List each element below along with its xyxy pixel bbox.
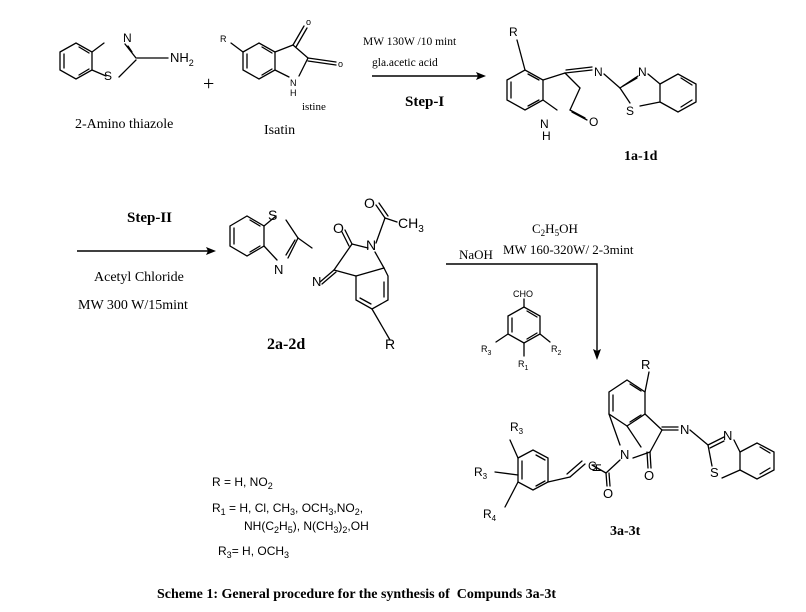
step2-conditions: MW 300 W/15mint <box>78 298 188 313</box>
step3-solvent: C2H5OH <box>532 221 578 238</box>
int2-imine-n: N <box>312 274 321 289</box>
plus-sign: + <box>203 73 214 95</box>
int1-oxygen: O <box>589 115 598 129</box>
step2-label: Step-II <box>127 210 172 226</box>
isatin-structure: R o o N H istine Isatin <box>220 17 343 138</box>
aldehyde-r1: R1 <box>518 359 529 372</box>
step3-conditions: MW 160-320W/ 2-3mint <box>503 242 634 257</box>
int2-r-group: R <box>385 336 395 352</box>
product-structure: R R3 R3 R4 H C N O O N N S 3a-3t <box>474 357 775 539</box>
int1-label: 1a-1d <box>624 149 658 164</box>
benzothiazole-n-atom: N <box>123 31 132 45</box>
product-r3-top: R3 <box>510 420 524 436</box>
product-r-group: R <box>641 357 650 372</box>
product-vinyl-h: H <box>590 463 604 472</box>
int2-indole-n: N <box>366 237 376 253</box>
product-label: 3a-3t <box>610 524 641 539</box>
int2-label: 2a-2d <box>267 336 305 353</box>
key-r1-line2: NH(C2H5), N(CH3)2,OH <box>244 519 369 535</box>
isatin-oxygen-1: o <box>306 17 311 27</box>
benzothiazole-s-atom: S <box>104 69 112 83</box>
aldehyde-r2: R2 <box>551 344 562 357</box>
isatin-nh-n: N <box>290 78 297 88</box>
scheme-caption: Scheme 1: General procedure for the synt… <box>157 587 556 602</box>
step2-arrow: Step-II Acetyl Chloride MW 300 W/15mint <box>77 210 216 313</box>
isatin-oxygen-2: o <box>338 59 343 69</box>
int2-s-atom: S <box>268 207 277 223</box>
int2-ch3: CH3 <box>398 215 424 235</box>
int2-ring-n: N <box>274 262 283 277</box>
key-r1-line1: R1 = H, Cl, CH3, OCH3,NO2, <box>212 501 363 517</box>
product-oxygen-1: O <box>603 486 613 501</box>
intermediate2-structure: S N N N O O CH3 R 2a-2d <box>229 195 424 353</box>
int1-nh-h: H <box>542 129 551 143</box>
aminothiazole-structure: N S NH2 2-Amino thiazole <box>59 31 194 132</box>
step2-reagent: Acetyl Chloride <box>94 270 184 285</box>
aldehyde-cho: CHO <box>513 289 533 299</box>
product-imine-n: N <box>680 422 689 437</box>
int1-imine-n: N <box>594 65 603 79</box>
step3-arrow: C2H5OH NaOH MW 160-320W/ 2-3mint <box>446 221 634 360</box>
int1-r-group: R <box>509 25 518 39</box>
aminothiazole-label: 2-Amino thiazole <box>75 117 173 132</box>
step3-base: NaOH <box>459 247 493 262</box>
int1-ring-n: N <box>638 65 647 79</box>
int1-s-atom: S <box>626 104 634 118</box>
product-ring-n: N <box>723 428 732 443</box>
key-r3-line: R3= H, OCH3 <box>218 544 289 560</box>
aldehyde-structure: CHO R3 R2 R1 <box>481 289 562 372</box>
product-r4: R4 <box>483 507 497 523</box>
step1-arrow: MW 130W /10 mint gla.acetic acid Step-I <box>363 36 486 110</box>
substituent-key: R = H, NO2 R1 = H, Cl, CH3, OCH3,NO2, NH… <box>212 475 369 560</box>
step1-conditions-top: MW 130W /10 mint <box>363 36 457 48</box>
product-indole-n: N <box>620 447 629 462</box>
product-oxygen-2: O <box>644 468 654 483</box>
key-r-line: R = H, NO2 <box>212 475 273 491</box>
int2-oxygen-2: O <box>364 195 375 211</box>
int2-oxygen-1: O <box>333 220 344 236</box>
isatin-r-group: R <box>220 34 227 44</box>
step1-label: Step-I <box>405 94 444 110</box>
step1-conditions-bottom: gla.acetic acid <box>372 57 438 69</box>
isatin-note: istine <box>302 101 326 113</box>
product-r3: R3 <box>474 465 488 481</box>
isatin-nh-h: H <box>290 88 297 98</box>
product-vinyl-c: C <box>588 459 597 473</box>
aldehyde-r3: R3 <box>481 344 492 357</box>
isatin-label: Isatin <box>264 123 295 138</box>
amino-nh-text: NH2 <box>170 50 194 68</box>
product-s-atom: S <box>710 465 719 480</box>
int1-nh-n: N <box>540 117 549 131</box>
intermediate1-structure: R N N S N H O 1a-1d <box>506 25 697 164</box>
